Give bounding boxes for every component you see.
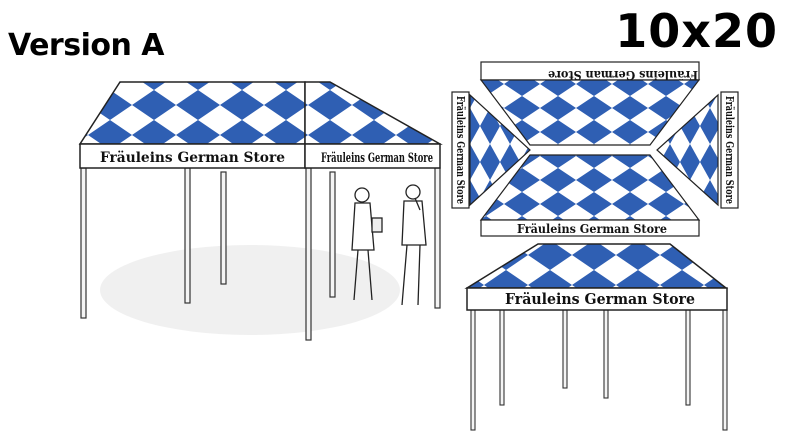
- tent-3d-view: Fräuleins German Store Fräuleins German …: [78, 81, 443, 341]
- banner-left-text: Fräuleins German Store: [454, 96, 467, 204]
- roof-panel-right: [656, 93, 719, 207]
- banner-right-text: Fräuleins German Store: [723, 96, 736, 204]
- people: [351, 184, 427, 306]
- valance-right: [720, 91, 739, 209]
- size-label: 10x20: [615, 4, 778, 58]
- watermark: [100, 245, 400, 335]
- banner-top-text: Fräuleins German Store: [548, 68, 698, 82]
- front-valance: [466, 287, 728, 311]
- valance-front: [79, 143, 306, 169]
- front-legs: [470, 309, 728, 431]
- banner-bottom-text: Fräuleins German Store: [517, 222, 667, 236]
- banner-side-text: Fräuleins German Store: [321, 151, 433, 166]
- roof-panel-left: [469, 93, 531, 207]
- valance-bottom: [480, 219, 700, 237]
- roof-panel-top: [479, 79, 701, 146]
- banner-front-view-text: Fräuleins German Store: [505, 290, 695, 308]
- banner-front-text: Fräuleins German Store: [100, 150, 285, 166]
- roof-side: [304, 81, 443, 145]
- valance-side: [304, 143, 441, 169]
- front-roof: [464, 243, 729, 289]
- valance-left: [451, 91, 470, 209]
- tent-front-view: Fräuleins German Store: [464, 243, 729, 431]
- roof-flat-view: Fräuleins German Store Fräuleins German …: [451, 61, 739, 237]
- roof-front: [78, 81, 306, 145]
- version-label: Version A: [8, 28, 165, 63]
